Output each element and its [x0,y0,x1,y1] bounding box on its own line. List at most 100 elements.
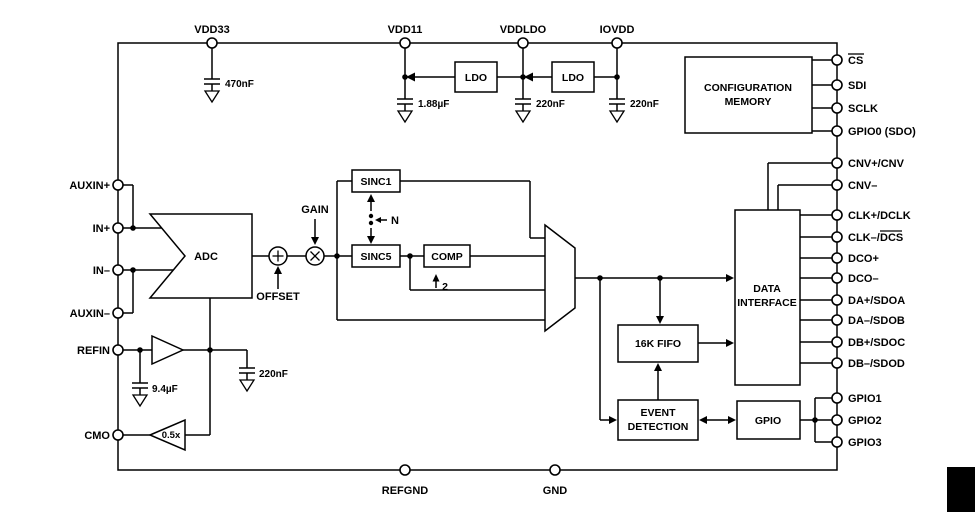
pin-label-clk-p: CLK+/DCLK [848,210,911,222]
pin-label-da-p: DA+/SDOA [848,295,905,307]
pin-cnv-n [831,179,843,191]
pin-label-cmo: CMO [84,430,110,442]
pin-in-p [112,222,124,234]
pin-label-auxin-p: AUXIN+ [69,180,110,192]
reference-buffer-amp-icon [151,334,185,366]
pin-iovdd [611,37,623,49]
capacitor-vddldo: 220nF [514,98,565,124]
pin-label-gpio0: GPIO0 (SDO) [848,126,916,138]
half-gain-amp-icon [148,418,186,452]
pin-da-p [831,294,843,306]
pin-label-refin: REFIN [77,345,110,357]
config-memory-section: CONFIGURATION MEMORY [684,56,832,134]
arrow-up-icon [367,194,375,202]
page-edge-marker [947,467,975,512]
pin-label-vddldo: VDDLDO [500,24,547,36]
pin-gpio3 [831,436,843,448]
half-gain-label: 0.5x [162,430,181,441]
pin-vdd11 [399,37,411,49]
ldo2-label: LDO [562,72,584,84]
n-label: N [391,215,399,227]
comp-block [423,244,471,268]
pin-da-n [831,314,843,326]
pin-sdi [831,79,843,91]
bottom-pins: REFGND GND [382,464,568,497]
upsample-label: 2 [442,281,448,293]
pin-gpio2 [831,414,843,426]
arrow-up-icon [274,266,282,274]
pin-label-gpio2: GPIO2 [848,415,882,427]
power-section: VDD33 VDD11 VDDLDO IOVDD [194,24,659,124]
ldo2-block [551,61,595,93]
pin-clk-n [831,231,843,243]
pin-auxin-n [112,307,124,319]
arrow-right-icon [726,274,734,282]
pin-label-in-n: IN– [93,265,110,277]
pin-label-dco-n: DCO– [848,273,879,285]
reference-wires [123,298,247,436]
power-wires [211,48,620,99]
pin-label-auxin-n: AUXIN– [70,308,110,320]
capacitor-refbuf: 220nF [238,350,288,393]
data-interface-label-2: INTERFACE [737,297,797,309]
arrow-down-icon [656,316,664,324]
capacitor-refin: 9.4µF [131,350,178,408]
sinc1-label: SINC1 [361,176,392,188]
arrow-right-icon [609,416,617,424]
cap-value-vdd33: 470nF [225,79,254,90]
pin-sclk [831,102,843,114]
right-pins: CS SDI SCLK GPIO0 (SDO) CNV+/CNV CNV– CL… [831,53,916,449]
ldo1-label: LDO [465,72,487,84]
pin-auxin-p [112,179,124,191]
config-memory-label-2: MEMORY [725,96,772,108]
ground-icon [396,110,414,124]
pin-vdd33 [206,37,218,49]
gain-label: GAIN [301,204,329,216]
digital-wires [575,162,832,443]
ground-icon [238,379,256,393]
pin-label-da-n: DA–/SDOB [848,315,905,327]
arrow-left-icon [406,72,415,82]
data-interface-block [734,209,801,386]
pin-cnv-p [831,157,843,169]
pin-label-vdd33: VDD33 [194,24,229,36]
pin-dco-n [831,272,843,284]
gain-multiplier: GAIN [301,204,329,266]
pin-refin [112,344,124,356]
offset-adder: OFFSET [256,246,300,303]
ground-icon [203,90,221,104]
cmo-buffer: 0.5x [148,418,186,452]
upsample-by-2: 2 [432,274,448,293]
config-memory-label-1: CONFIGURATION [704,82,792,94]
gpio-block [736,400,801,440]
event-detection-block [617,399,699,441]
sinc5-block [351,244,401,268]
ground-icon [608,110,626,124]
analog-signal-chain: ADC OFFSET [123,169,576,333]
digital-section: 16K FIFO EVENT DETECTION GPIO DATA INTER… [575,162,832,443]
pin-gnd [549,464,561,476]
ground-icon [131,394,149,408]
comp-label: COMP [431,251,463,263]
adc-label: ADC [194,251,218,263]
pin-label-sclk: SCLK [848,103,878,115]
cap-value-refbuf: 220nF [259,369,288,380]
pin-label-gnd: GND [543,485,568,497]
pin-clk-p [831,209,843,221]
pin-label-vdd11: VDD11 [388,24,423,36]
arrow-down-icon [367,236,375,244]
pin-label-dco-p: DCO+ [848,253,879,265]
pin-vddldo [517,37,529,49]
pin-label-cnv-n: CNV– [848,180,877,192]
pin-refgnd [399,464,411,476]
arrow-left-icon [375,217,381,223]
cap-value-iovdd: 220nF [630,99,659,110]
pin-dco-p [831,252,843,264]
config-memory-wires [812,59,832,132]
n-selector: N [367,194,399,244]
cap-value-vddldo: 220nF [536,99,565,110]
capacitor-vdd11: 1.88µF [396,98,449,124]
capacitor-iovdd: 220nF [608,98,659,124]
arrow-left-icon [699,416,707,424]
